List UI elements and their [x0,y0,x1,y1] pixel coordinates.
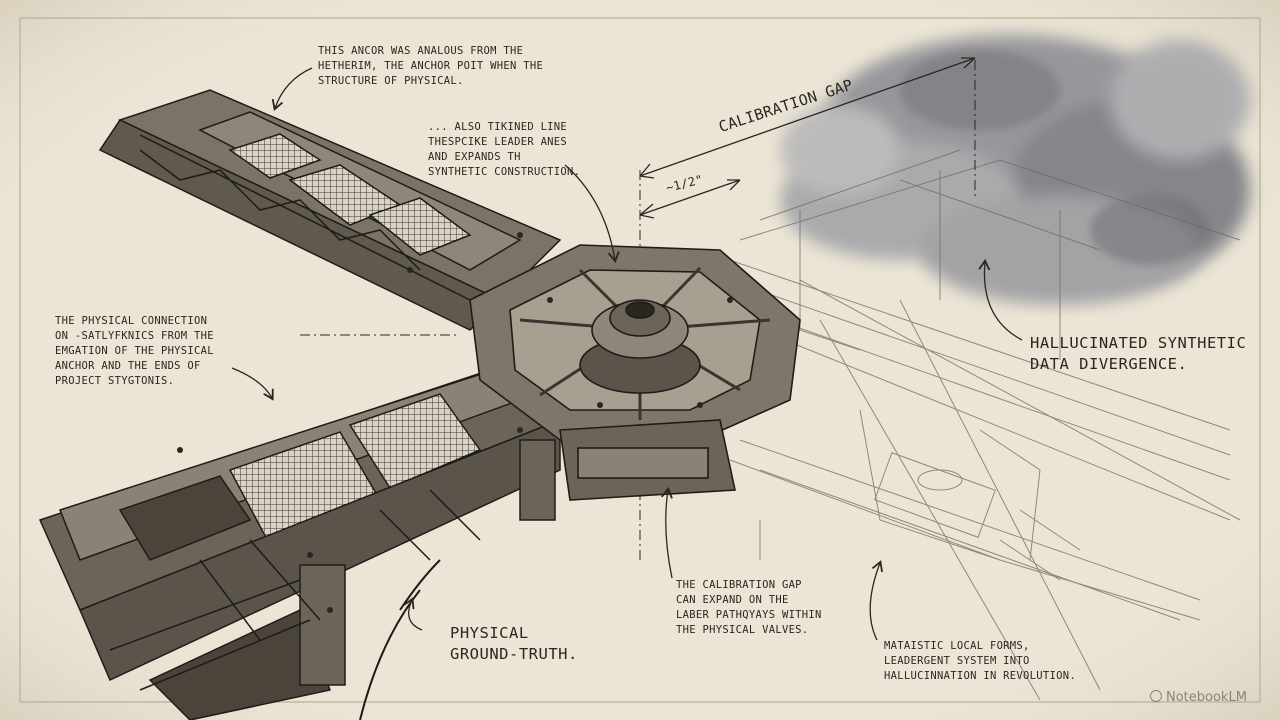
ground-truth-label: Physical ground-truth. [450,623,578,665]
leader-note-line: ... also tikined line [428,121,568,133]
notebooklm-icon [1150,690,1162,702]
ground-truth-label-line: Physical [450,624,529,642]
system-note-line: leadergent system into [884,655,1030,667]
watermark: NotebookLM [1150,690,1247,705]
anchor-note: This ancor was analous from the hetherim… [318,44,543,89]
hallucinated-label-line: data divergence. [1030,355,1188,373]
calibration-note-line: laber pathqyays within [676,609,822,621]
calibration-note-line: can expand on the [676,594,789,606]
system-note: mataistic local forms, leadergent system… [884,639,1076,684]
leader-note-line: thespcike leader anes [428,136,568,148]
leader-note-line: and expands th [428,151,521,163]
hallucinated-label: Hallucinated synthetic data divergence. [1030,333,1246,375]
central-hub [177,232,801,613]
anchor-note-line: hetherim, the anchor poit when the [318,60,544,72]
connection-note-line: anchor and the ends of [55,360,201,372]
system-note-line: mataistic local forms, [884,640,1030,652]
connection-note-line: project stygtonis. [55,375,175,387]
ground-truth-label-line: ground-truth. [450,645,578,663]
system-note-line: hallucinnation in revolution. [884,670,1077,682]
anchor-note-line: structure of physical. [318,75,464,87]
calibration-note-line: The calibration gap [676,579,802,591]
connection-note-line: emgation of the physical [55,345,214,357]
synthetic-structure [699,149,1241,701]
hallucinated-label-line: Hallucinated synthetic [1030,334,1247,352]
connection-note-line: The physical connection [55,315,208,327]
connection-note: The physical connection on -satlyfknics … [55,314,214,389]
watermark-text: NotebookLM [1166,690,1247,705]
leader-note: ... also tikined line thespcike leader a… [428,120,580,180]
leader-arrows [231,67,1023,641]
back-walkway [98,89,562,331]
leader-note-line: synthetic construction. [428,166,581,178]
connection-note-line: on -satlyfknics from the [55,330,214,342]
anchor-note-line: This ancor was analous from the [318,45,524,57]
calibration-note-line: the physical valves. [676,624,809,636]
calibration-note: The calibration gap can expand on the la… [676,578,822,638]
calibration-gap-dimension [639,57,976,219]
